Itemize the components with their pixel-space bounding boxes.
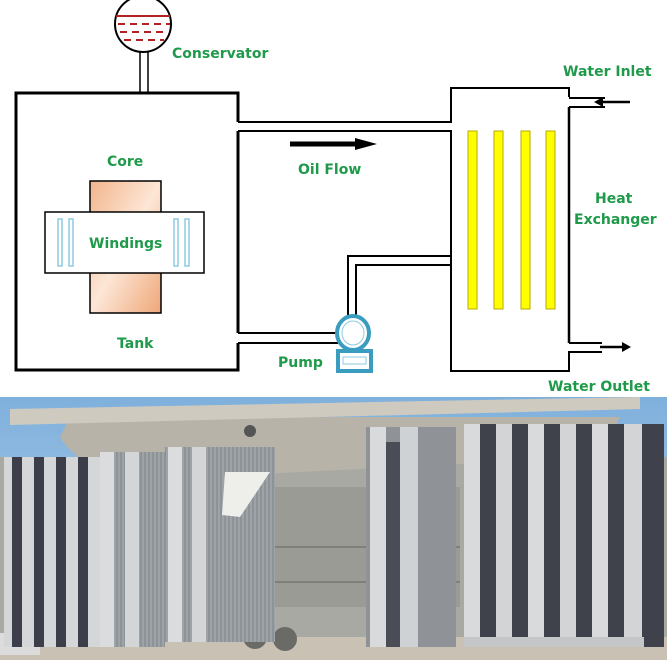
return-oil-pipe [238, 255, 451, 344]
water-outlet-label: Water Outlet [548, 379, 650, 395]
heat-label: Heat [595, 191, 633, 207]
exchanger-label: Exchanger [574, 212, 657, 228]
tank-outline [14, 91, 240, 372]
conservator-label: Conservator [172, 46, 268, 62]
conservator-tank-icon [114, 0, 172, 94]
tube-4 [545, 130, 556, 310]
core-label: Core [107, 154, 143, 170]
transformer-cooling-diagram: Conservator Core Windings Tank Oil Flow [14, 0, 657, 395]
pump-label: Pump [278, 355, 323, 371]
right-radiator-bank [366, 424, 664, 647]
oil-flow-label: Oil Flow [298, 162, 361, 178]
left-radiator-bank [4, 447, 275, 647]
tank-label: Tank [117, 336, 154, 352]
tube-2 [493, 130, 504, 310]
tube-1 [467, 130, 478, 310]
radiator-fins-photo [0, 397, 667, 660]
pump-icon [335, 314, 373, 373]
water-inlet-arrow-icon [594, 97, 630, 107]
water-inlet-label: Water Inlet [563, 64, 652, 80]
oil-flow-arrow-icon [290, 138, 377, 150]
water-outlet-pipe [569, 342, 602, 353]
water-inlet-pipe [569, 97, 605, 108]
heat-exchanger-tubes [467, 130, 556, 310]
winding-coils-right [173, 218, 190, 267]
water-outlet-arrow-icon [600, 342, 631, 352]
winding-coils-left [57, 218, 74, 267]
top-oil-pipe [238, 87, 570, 372]
tube-3 [520, 130, 531, 310]
windings-label: Windings [89, 236, 162, 252]
